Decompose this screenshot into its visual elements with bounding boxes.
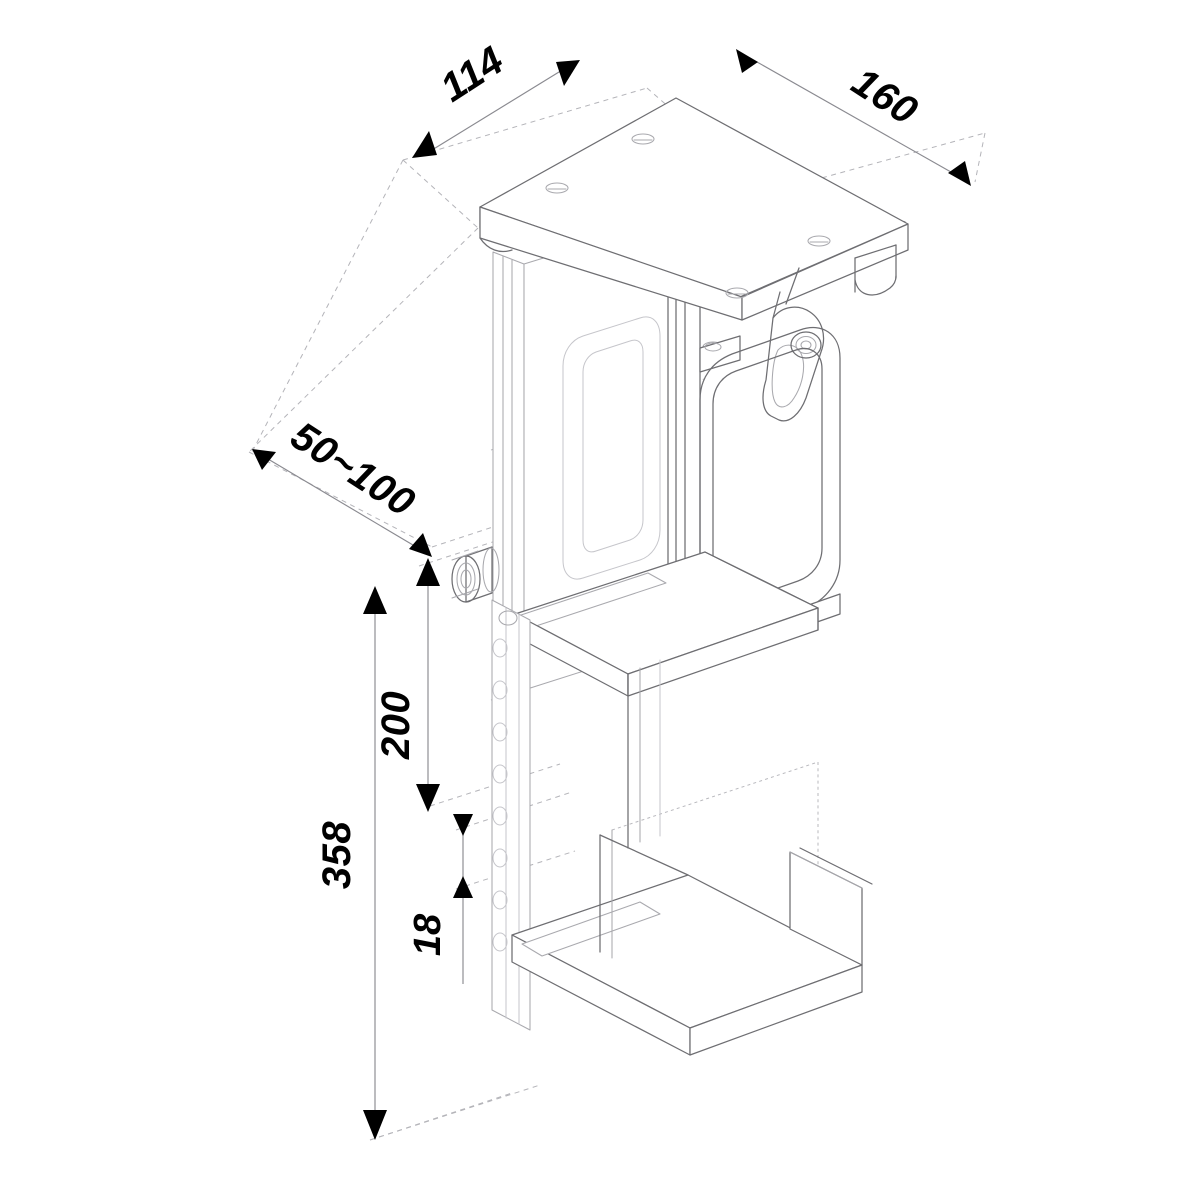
dimension-label-18: 18 bbox=[407, 913, 449, 956]
arrow-18-top bbox=[453, 814, 473, 836]
middle-support-shelf bbox=[514, 551, 819, 697]
right-retainer-hook bbox=[854, 244, 897, 296]
clamp-lever bbox=[762, 267, 825, 422]
rear-connecting-post bbox=[627, 659, 661, 849]
arrow-50100-right bbox=[409, 533, 432, 557]
arrow-50100-left bbox=[252, 449, 276, 470]
arrow-114-lower bbox=[412, 131, 437, 158]
dimension-18: 18 bbox=[407, 814, 473, 984]
dimension-label-358: 358 bbox=[315, 821, 359, 889]
dimension-200: 200 bbox=[374, 558, 440, 812]
locking-knob bbox=[451, 546, 518, 626]
arrow-160-right bbox=[948, 161, 971, 186]
bottom-support-tray bbox=[511, 829, 873, 1056]
arrow-114-upper bbox=[556, 60, 580, 86]
arrow-200-top bbox=[416, 558, 440, 586]
cpu-holder-body bbox=[451, 97, 909, 1056]
dimension-358: 358 bbox=[315, 586, 387, 1140]
arrow-358-bottom bbox=[363, 1110, 387, 1140]
left-bracket-tab bbox=[699, 335, 741, 373]
lever-pivot bbox=[790, 331, 822, 359]
arrow-18-bottom bbox=[453, 876, 473, 898]
arrow-200-bottom bbox=[416, 784, 440, 812]
rail-adjustment-holes bbox=[492, 638, 508, 952]
arrow-160-left bbox=[736, 49, 758, 73]
dimension-label-200: 200 bbox=[374, 691, 418, 760]
arrow-358-top bbox=[363, 586, 387, 614]
